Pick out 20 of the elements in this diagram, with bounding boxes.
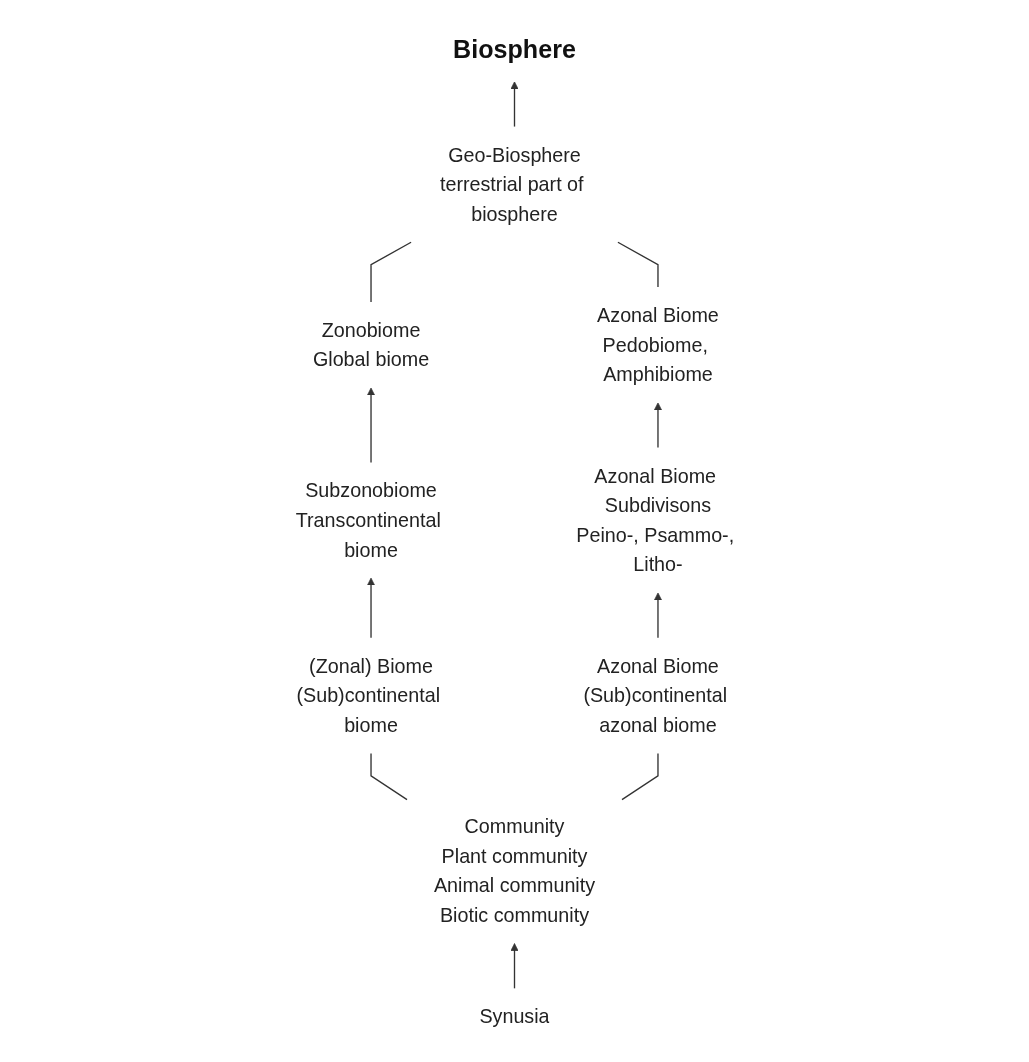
connector (617, 241, 659, 288)
node-text: Zonobiome Global biome (312, 318, 430, 371)
node-text: Subzonobiome Transcontinental biome (295, 479, 441, 562)
node-text: Azonal Biome Subdivisons Peino-, Psammo-, Litho- (576, 464, 735, 576)
node-text: Community Plant community Animal community Biotic community (433, 815, 596, 927)
arrow (654, 592, 662, 639)
node-text: Azonal Biome Pedobiome, Amphibiome (597, 304, 719, 386)
node-text: Synusia (479, 1005, 550, 1028)
node-text: Geo-Biosphere terrestrial part of biosphere (439, 143, 584, 226)
connector (370, 752, 408, 801)
arrow (510, 943, 519, 989)
node-text: Azonal Biome (Sub)continental azonal biome (583, 654, 728, 737)
arrow (367, 387, 375, 464)
connector (621, 752, 659, 801)
arrow (510, 81, 519, 128)
node-text: (Zonal) Biome (Sub)continental biome (296, 654, 441, 737)
arrow (367, 577, 375, 639)
node-text: Biosphere (453, 35, 576, 63)
arrow (654, 402, 662, 449)
connector (370, 241, 412, 303)
